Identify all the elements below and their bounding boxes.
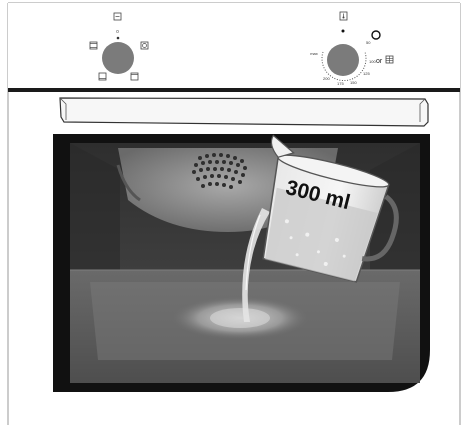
thermostat-knob[interactable]: [327, 44, 359, 76]
scale-label-125: 125: [363, 71, 370, 76]
scale-label-50: 50: [366, 40, 371, 45]
door-handle[interactable]: [60, 98, 428, 126]
scale-label-200: 200: [323, 76, 330, 81]
scale-label-150: 150: [350, 80, 357, 85]
function-knob[interactable]: [102, 42, 134, 74]
scale-label-175: 175: [337, 81, 344, 86]
oven-cavity: [53, 134, 430, 392]
scale-label-max: max: [310, 51, 318, 56]
or-label: or: [376, 58, 383, 65]
panel-divider: [8, 88, 460, 92]
control-panel: [8, 3, 460, 92]
